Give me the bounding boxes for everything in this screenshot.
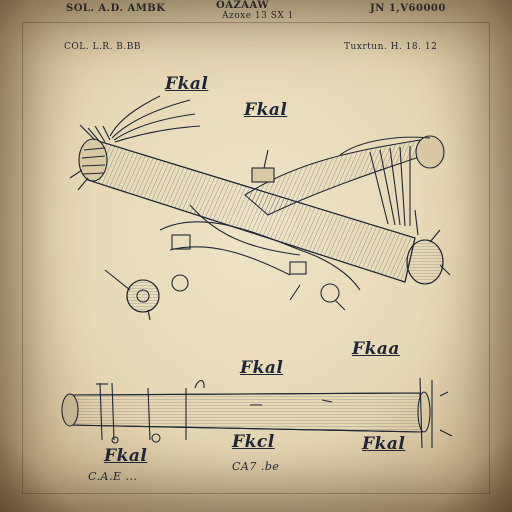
figure-label-c: Fkaa (352, 339, 400, 359)
figure-label-b: Fkal (244, 100, 288, 120)
figure-label-f: Fkcl (232, 432, 275, 452)
header-top-right: JN 1,V60000 (370, 3, 446, 14)
figure-label-d: Fkal (240, 358, 284, 378)
figure-label-g: Fkal (362, 434, 406, 454)
figure-label-e: Fkal (104, 446, 148, 466)
signature-left: C.A.E ... (88, 470, 138, 483)
lower-assembly (61, 377, 453, 449)
header-second-right: Tuxrtun. H. 18. 12 (344, 42, 438, 52)
header-top-left: SOL. A.D. AMBK (66, 3, 166, 14)
upper-assembly (69, 95, 451, 321)
header-top-center-sub: Azoxe 13 SX 1 (222, 11, 294, 21)
signature-center: CA7 .be (232, 460, 280, 473)
header-second-left: COL. L.R. B.BB (64, 42, 142, 52)
sheet-border (22, 22, 490, 494)
figure-label-a: Fkal (165, 74, 209, 94)
header-top-center: OAZAAW (216, 0, 270, 11)
